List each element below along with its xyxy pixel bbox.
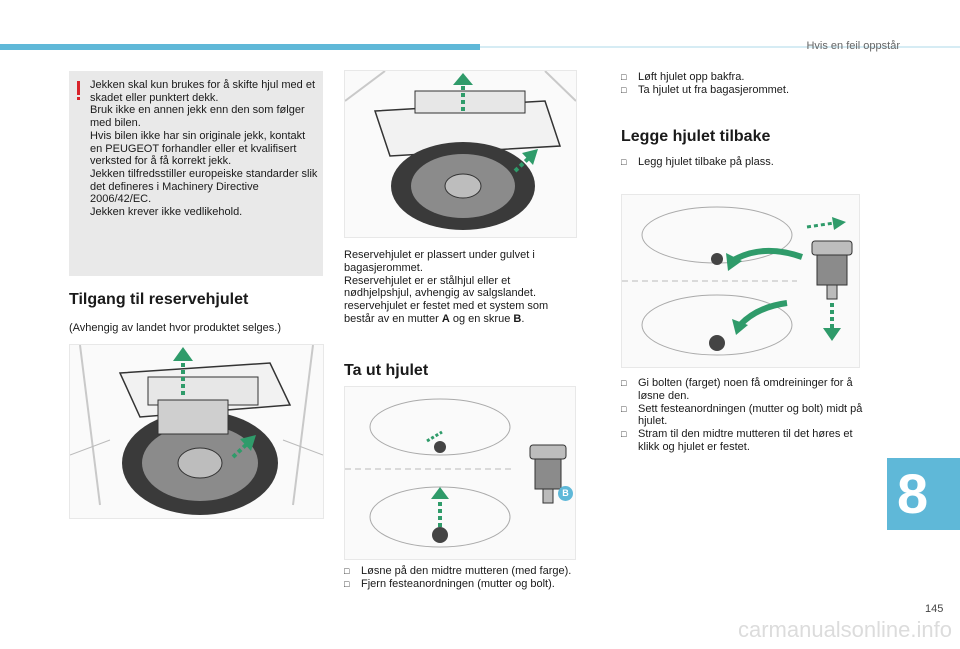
chapter-number: 8 (897, 462, 929, 525)
country-note: (Avhengig av landet hvor produktet selge… (69, 322, 281, 334)
refit-step: □Legg hjulet tilbake på plass. (621, 156, 871, 169)
heading-access-spare: Tilgang til reservehjulet (69, 291, 249, 308)
label-b: B (558, 486, 573, 501)
warning-text: Jekken skal kun brukes for å skifte hjul… (90, 79, 318, 219)
lift-wheel-steps: □Løft hjulet opp bakfra. □Ta hjulet ut f… (621, 71, 871, 97)
list-item: □Gi bolten (farget) noen få omdreininger… (621, 377, 853, 402)
label-a: A (575, 447, 576, 462)
list-item: □Sett festeanordningen (mutter og bolt) … (621, 402, 863, 428)
spare-wheel-removal-illustration (344, 70, 577, 238)
spare-wheel-description: Reservehjulet er plassert under gulvet i… (344, 249, 549, 325)
watermark: carmanualsonline.info (737, 617, 952, 642)
remove-wheel-steps: □Løsne på den midtre mutteren (med farge… (344, 565, 594, 591)
warning-icon (76, 81, 81, 101)
list-item: □Løsne på den midtre mutteren (med farge… (344, 565, 572, 577)
list-item: □Løft hjulet opp bakfra. (621, 71, 745, 83)
list-item: □Ta hjulet ut fra bagasjerommet. (621, 83, 790, 96)
heading-remove-wheel: Ta ut hjulet (344, 362, 429, 379)
refit-wheel-illustration (621, 194, 860, 368)
page-number: 145 (925, 603, 944, 615)
section-title: Hvis en feil oppstår (806, 40, 900, 52)
chapter-tab: 8 (887, 458, 960, 530)
list-item: □Legg hjulet tilbake på plass. (621, 156, 774, 168)
header-accent-bar (0, 44, 480, 50)
spare-wheel-trunk-illustration (69, 344, 324, 519)
refit-wheel-steps: □Gi bolten (farget) noen få omdreininger… (621, 377, 866, 454)
remove-wheel-illustration: A B (344, 386, 576, 560)
list-item: □Stram til den midtre mutteren til det h… (621, 428, 853, 453)
heading-refit-wheel: Legge hjulet tilbake (621, 128, 771, 145)
list-item: □Fjern festeanordningen (mutter og bolt)… (344, 577, 555, 590)
header-rule (480, 46, 960, 48)
warning-box: Jekken skal kun brukes for å skifte hjul… (69, 71, 323, 276)
